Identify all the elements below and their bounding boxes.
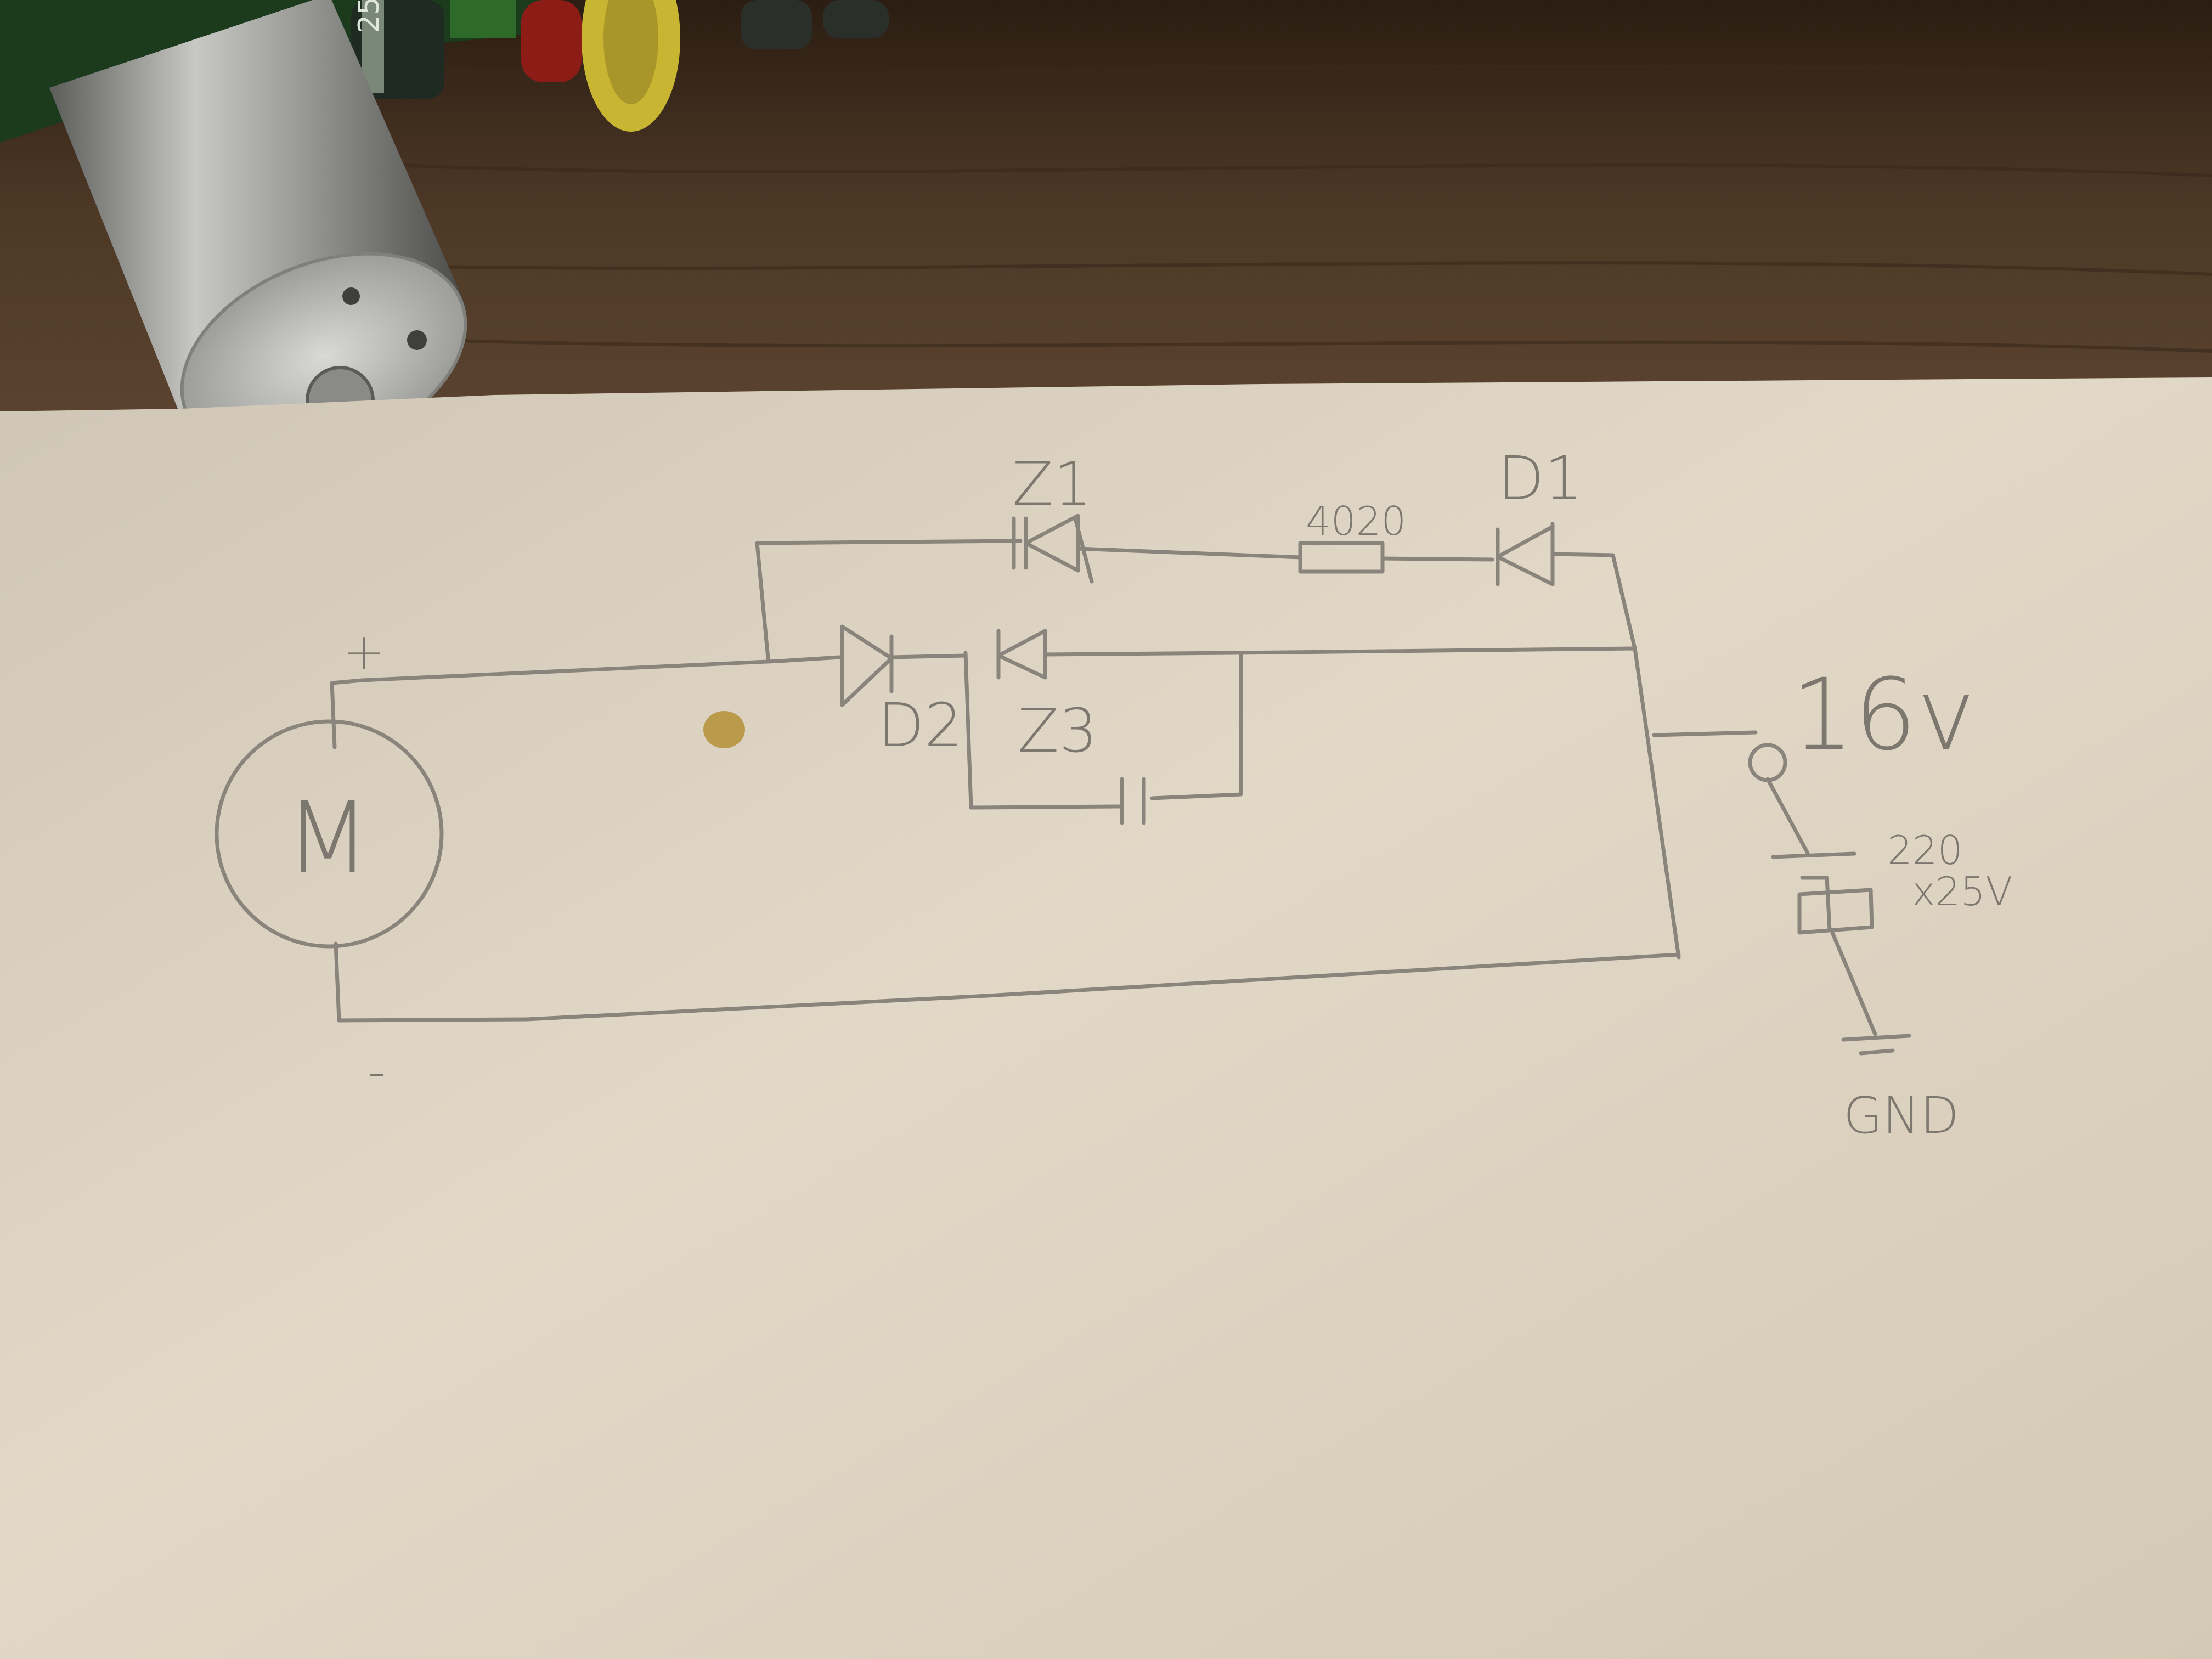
bypass-capacitor-loop: [963, 651, 1243, 810]
output-tap-wire: [1652, 730, 1758, 737]
ground-symbol: [1841, 1034, 1911, 1056]
top-rail-wire: [360, 655, 842, 682]
motor-positive-lead: [330, 678, 364, 749]
diode-d2: [840, 624, 894, 707]
motor-negative-lead: [334, 941, 529, 1023]
small-capacitors: [741, 0, 889, 49]
electrolytic-capacitor: 25: [351, 0, 444, 99]
capacitor-rating-label: x25V: [1912, 868, 2012, 915]
motor-negative-label: -: [368, 1042, 386, 1101]
capacitor-marking: 25: [353, 0, 386, 33]
motor-symbol-label: M: [285, 781, 370, 896]
resistor-label: 4020: [1306, 498, 1406, 544]
schematic-labels: M + - Z1 4020 D1 D2 Z3 16v 220 x25V GND: [285, 443, 2012, 1145]
motor-symbol-circle: [215, 719, 444, 949]
z1-label: Z1: [1012, 449, 1092, 519]
right-vertical-wire: [1633, 646, 1681, 960]
bottom-rail-wire: [524, 952, 1681, 1022]
bypass-capacitor: [1120, 777, 1146, 825]
motor-positive-label: +: [343, 623, 385, 681]
output-capacitor: [1771, 851, 1874, 935]
yellow-component: [521, 0, 680, 132]
paper-stain: [703, 711, 745, 748]
paper-sheet: [0, 377, 2212, 1659]
d2-label: D2: [878, 690, 963, 760]
z3-label: Z3: [1018, 696, 1097, 766]
upper-branch-wire: [755, 539, 1023, 661]
schematic: [215, 514, 1911, 1056]
capacitor-value-label: 220: [1887, 827, 1962, 873]
output-voltage-label: 16v: [1791, 658, 1976, 772]
ground-label: GND: [1843, 1086, 1959, 1145]
d1-label: D1: [1498, 443, 1583, 514]
